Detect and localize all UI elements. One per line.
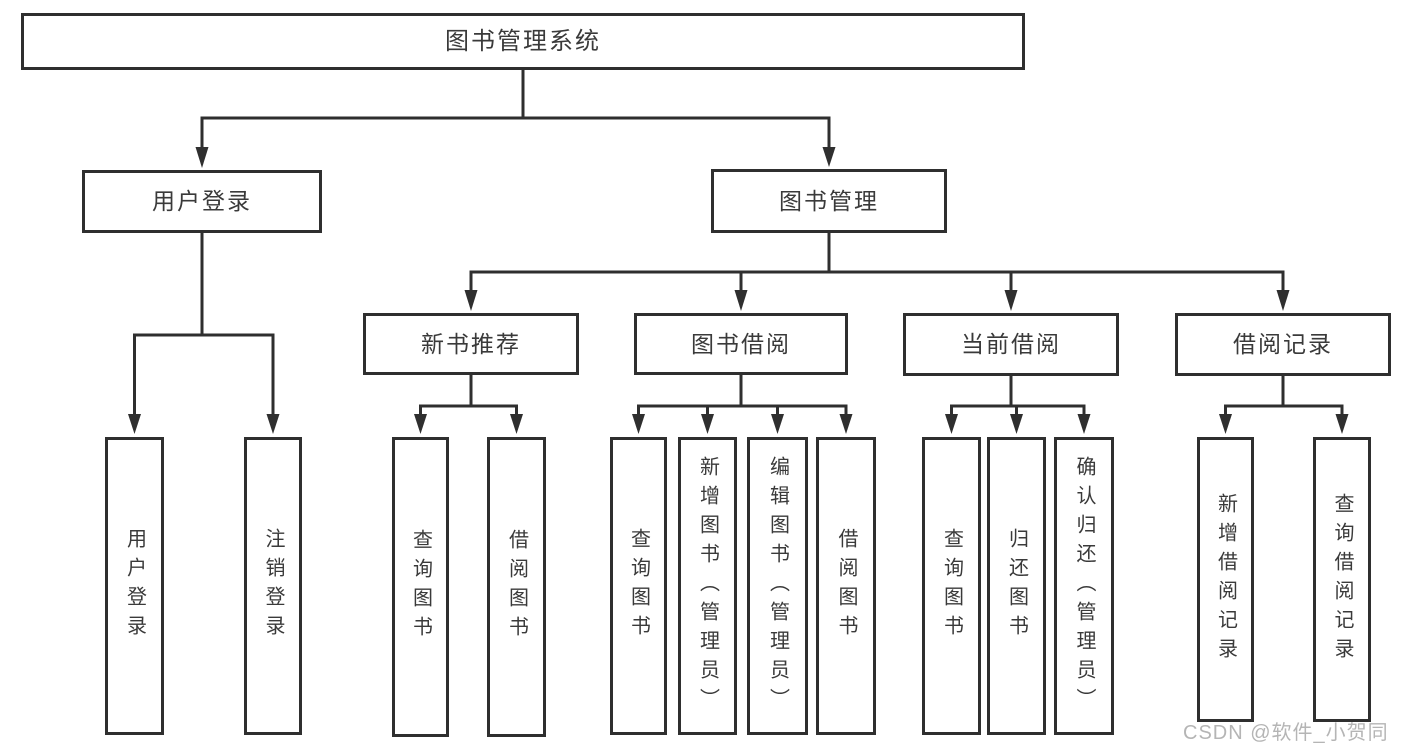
node-current-borrowing: 当前借阅 bbox=[903, 313, 1119, 376]
leaf-add-borrow-record: 新增借阅记录 bbox=[1197, 437, 1254, 722]
leaf-query-books-1: 查询图书 bbox=[392, 437, 449, 737]
leaf-return-books: 归还图书 bbox=[987, 437, 1046, 735]
leaf-logout: 注销登录 bbox=[244, 437, 302, 735]
node-user-login: 用户登录 bbox=[82, 170, 322, 233]
leaf-query-books-2: 查询图书 bbox=[610, 437, 667, 735]
leaf-confirm-return-admin: 确认归还（管理员） bbox=[1054, 437, 1114, 735]
node-borrowing-records: 借阅记录 bbox=[1175, 313, 1391, 376]
node-book-management: 图书管理 bbox=[711, 169, 947, 233]
arrowheads bbox=[128, 147, 1349, 434]
leaf-query-borrow-record: 查询借阅记录 bbox=[1313, 437, 1371, 722]
leaf-user-login: 用户登录 bbox=[105, 437, 164, 735]
watermark: CSDN @软件_小贺同学 bbox=[1183, 722, 1389, 744]
node-book-management-system: 图书管理系统 bbox=[21, 13, 1025, 70]
leaf-borrow-books-2: 借阅图书 bbox=[816, 437, 876, 735]
leaf-edit-books-admin: 编辑图书（管理员） bbox=[747, 437, 808, 735]
leaf-borrow-books-1: 借阅图书 bbox=[487, 437, 546, 737]
node-new-book-recommend: 新书推荐 bbox=[363, 313, 579, 375]
node-book-borrowing: 图书借阅 bbox=[634, 313, 848, 375]
leaf-query-books-3: 查询图书 bbox=[922, 437, 981, 735]
leaf-add-books-admin: 新增图书（管理员） bbox=[678, 437, 737, 735]
